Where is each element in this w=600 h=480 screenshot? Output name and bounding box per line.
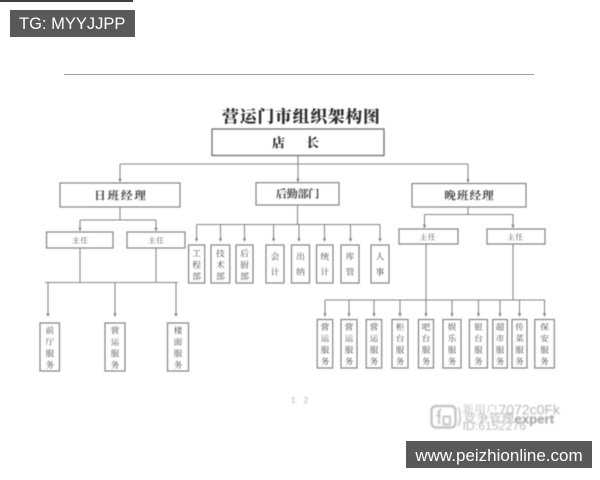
svg-text:7072c0Fk: 7072c0Fk	[499, 402, 561, 418]
svg-text:expert: expert	[515, 412, 555, 427]
svg-text:ID:6152276: ID:6152276	[463, 419, 527, 433]
